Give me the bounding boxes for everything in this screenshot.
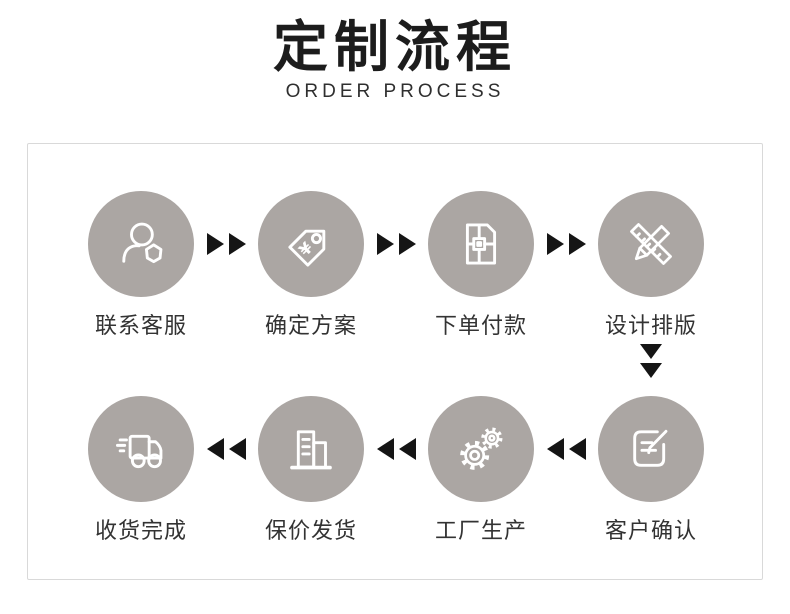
customer-service-icon [122,222,163,264]
step-label: 下单付款 [434,313,527,338]
step-label: 联系客服 [94,313,187,338]
step-label: 设计排版 [604,313,697,338]
price-tag-icon: ¥ [288,229,326,267]
step-circle [258,396,364,502]
confirm-edit-icon [633,429,668,467]
arrow-right-double [547,233,591,255]
page-subtitle: ORDER PROCESS [285,81,505,102]
process-card: 联系客服 ¥ 确定方案 [27,143,763,580]
step-factory-production: 工厂生产 [418,396,544,545]
design-tools-icon [630,223,672,265]
step-circle [428,191,534,297]
step-circle [88,396,194,502]
step-receive-complete: 收货完成 [78,396,204,545]
page-title: 定制流程 [272,16,517,78]
arrow-right-double [377,233,421,255]
step-label: 确定方案 [264,313,357,338]
arrow-left-double [547,438,591,460]
step-confirm-plan: ¥ 确定方案 [248,191,374,340]
delivery-truck-icon [115,434,163,469]
step-insured-shipping: 保价发货 [248,396,374,545]
step-order-pay: 下单付款 [418,191,544,340]
gears-icon [460,427,503,470]
step-circle [598,396,704,502]
arrow-right-double [207,233,251,255]
arrow-left-double [377,438,421,460]
step-label: 保价发货 [264,518,357,543]
step-label: 工厂生产 [434,518,527,543]
step-design-layout: 设计排版 [588,191,714,340]
step-label: 收货完成 [94,518,187,543]
header: 定制流程 ORDER PROCESS [0,14,790,103]
arrow-down-double [640,344,662,382]
buildings-icon [290,430,332,470]
step-customer-confirm: 客户确认 [588,396,714,545]
arrow-left-double [207,438,251,460]
step-circle [598,191,704,297]
step-circle: ¥ [258,191,364,297]
step-contact-service: 联系客服 [78,191,204,340]
step-label: 客户确认 [604,518,697,543]
order-file-icon [465,223,497,265]
step-circle [88,191,194,297]
step-circle [428,396,534,502]
